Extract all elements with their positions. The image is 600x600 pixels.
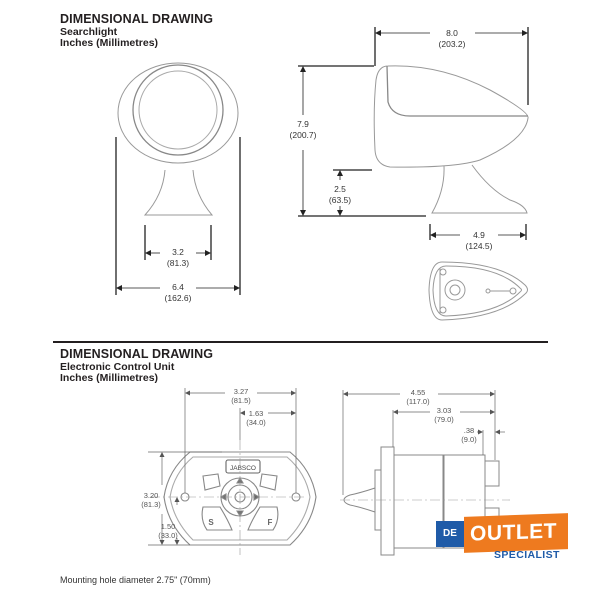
dim-base-length-mm: (124.5) [466, 241, 493, 251]
dim-cu-overall-width-mm: (81.5) [231, 396, 251, 405]
searchlight-units: Inches (Millimetres) [60, 37, 159, 49]
searchlight-base-plate [428, 261, 528, 321]
control-unit-side-dimensions [342, 390, 505, 495]
dim-cu-overall-height: 3.20 [144, 491, 159, 500]
control-unit-title: DIMENSIONAL DRAWING [60, 347, 214, 361]
control-unit-front-dimensions [148, 388, 297, 546]
searchlight-front-dimensions [115, 137, 241, 295]
control-unit-subtitle: Electronic Control Unit [60, 360, 175, 373]
jabsco-brand-label: JABSCO [230, 465, 256, 472]
dim-cu-body-depth-mm: (79.0) [434, 415, 454, 424]
dim-cu-half-height-mm: (33.0) [158, 531, 178, 540]
logo-de: DE [436, 521, 464, 547]
dim-cu-overall-width: 3.27 [234, 387, 249, 396]
logo-specialist: SPECIALIST [494, 549, 560, 561]
dim-base-length: 4.9 [473, 230, 485, 240]
section-divider [53, 341, 548, 343]
dim-base-width: 3.2 [172, 247, 184, 257]
searchlight-side-dimensions [298, 27, 529, 240]
de-outlet-specialist-watermark: DE OUTLET SPECIALIST [436, 513, 586, 563]
dim-cu-overall-height-mm: (81.3) [141, 500, 161, 509]
logo-outlet: OUTLET [464, 513, 568, 553]
searchlight-side-view [373, 65, 529, 214]
searchlight-header: DIMENSIONAL DRAWING Searchlight Inches (… [60, 13, 213, 49]
dim-overall-width: 6.4 [172, 282, 184, 292]
dim-overall-length-mm: (203.2) [439, 39, 466, 49]
mounting-hole-note: Mounting hole diameter 2.75" (70mm) [60, 575, 211, 585]
dim-cu-half-height: 1.50 [161, 522, 176, 531]
dim-overall-length: 8.0 [446, 28, 458, 38]
control-unit-units: Inches (Millimetres) [60, 372, 159, 384]
dim-base-width-mm: (81.3) [167, 258, 189, 268]
control-unit-header: DIMENSIONAL DRAWING Electronic Control U… [60, 348, 213, 384]
searchlight-subtitle: Searchlight [60, 25, 118, 38]
dim-base-height-mm: (63.5) [329, 195, 351, 205]
dim-cu-overall-depth: 4.55 [411, 388, 426, 397]
dim-cu-half-width: 1.63 [249, 409, 264, 418]
dim-cu-overall-depth-mm: (117.0) [406, 397, 430, 406]
searchlight-title: DIMENSIONAL DRAWING [60, 12, 214, 26]
dim-base-height: 2.5 [334, 184, 346, 194]
dim-cu-connector-depth-mm: (9.0) [461, 435, 477, 444]
dim-cu-connector-depth: .38 [464, 426, 474, 435]
dim-overall-height: 7.9 [297, 119, 309, 129]
dim-cu-body-depth: 3.03 [437, 406, 452, 415]
searchlight-front-view [117, 62, 239, 216]
dim-overall-width-mm: (162.6) [165, 293, 192, 303]
dim-overall-height-mm: (200.7) [290, 130, 317, 140]
button-s-label: S [208, 518, 214, 527]
button-f-label: F [268, 518, 273, 527]
dim-cu-half-width-mm: (34.0) [246, 418, 266, 427]
